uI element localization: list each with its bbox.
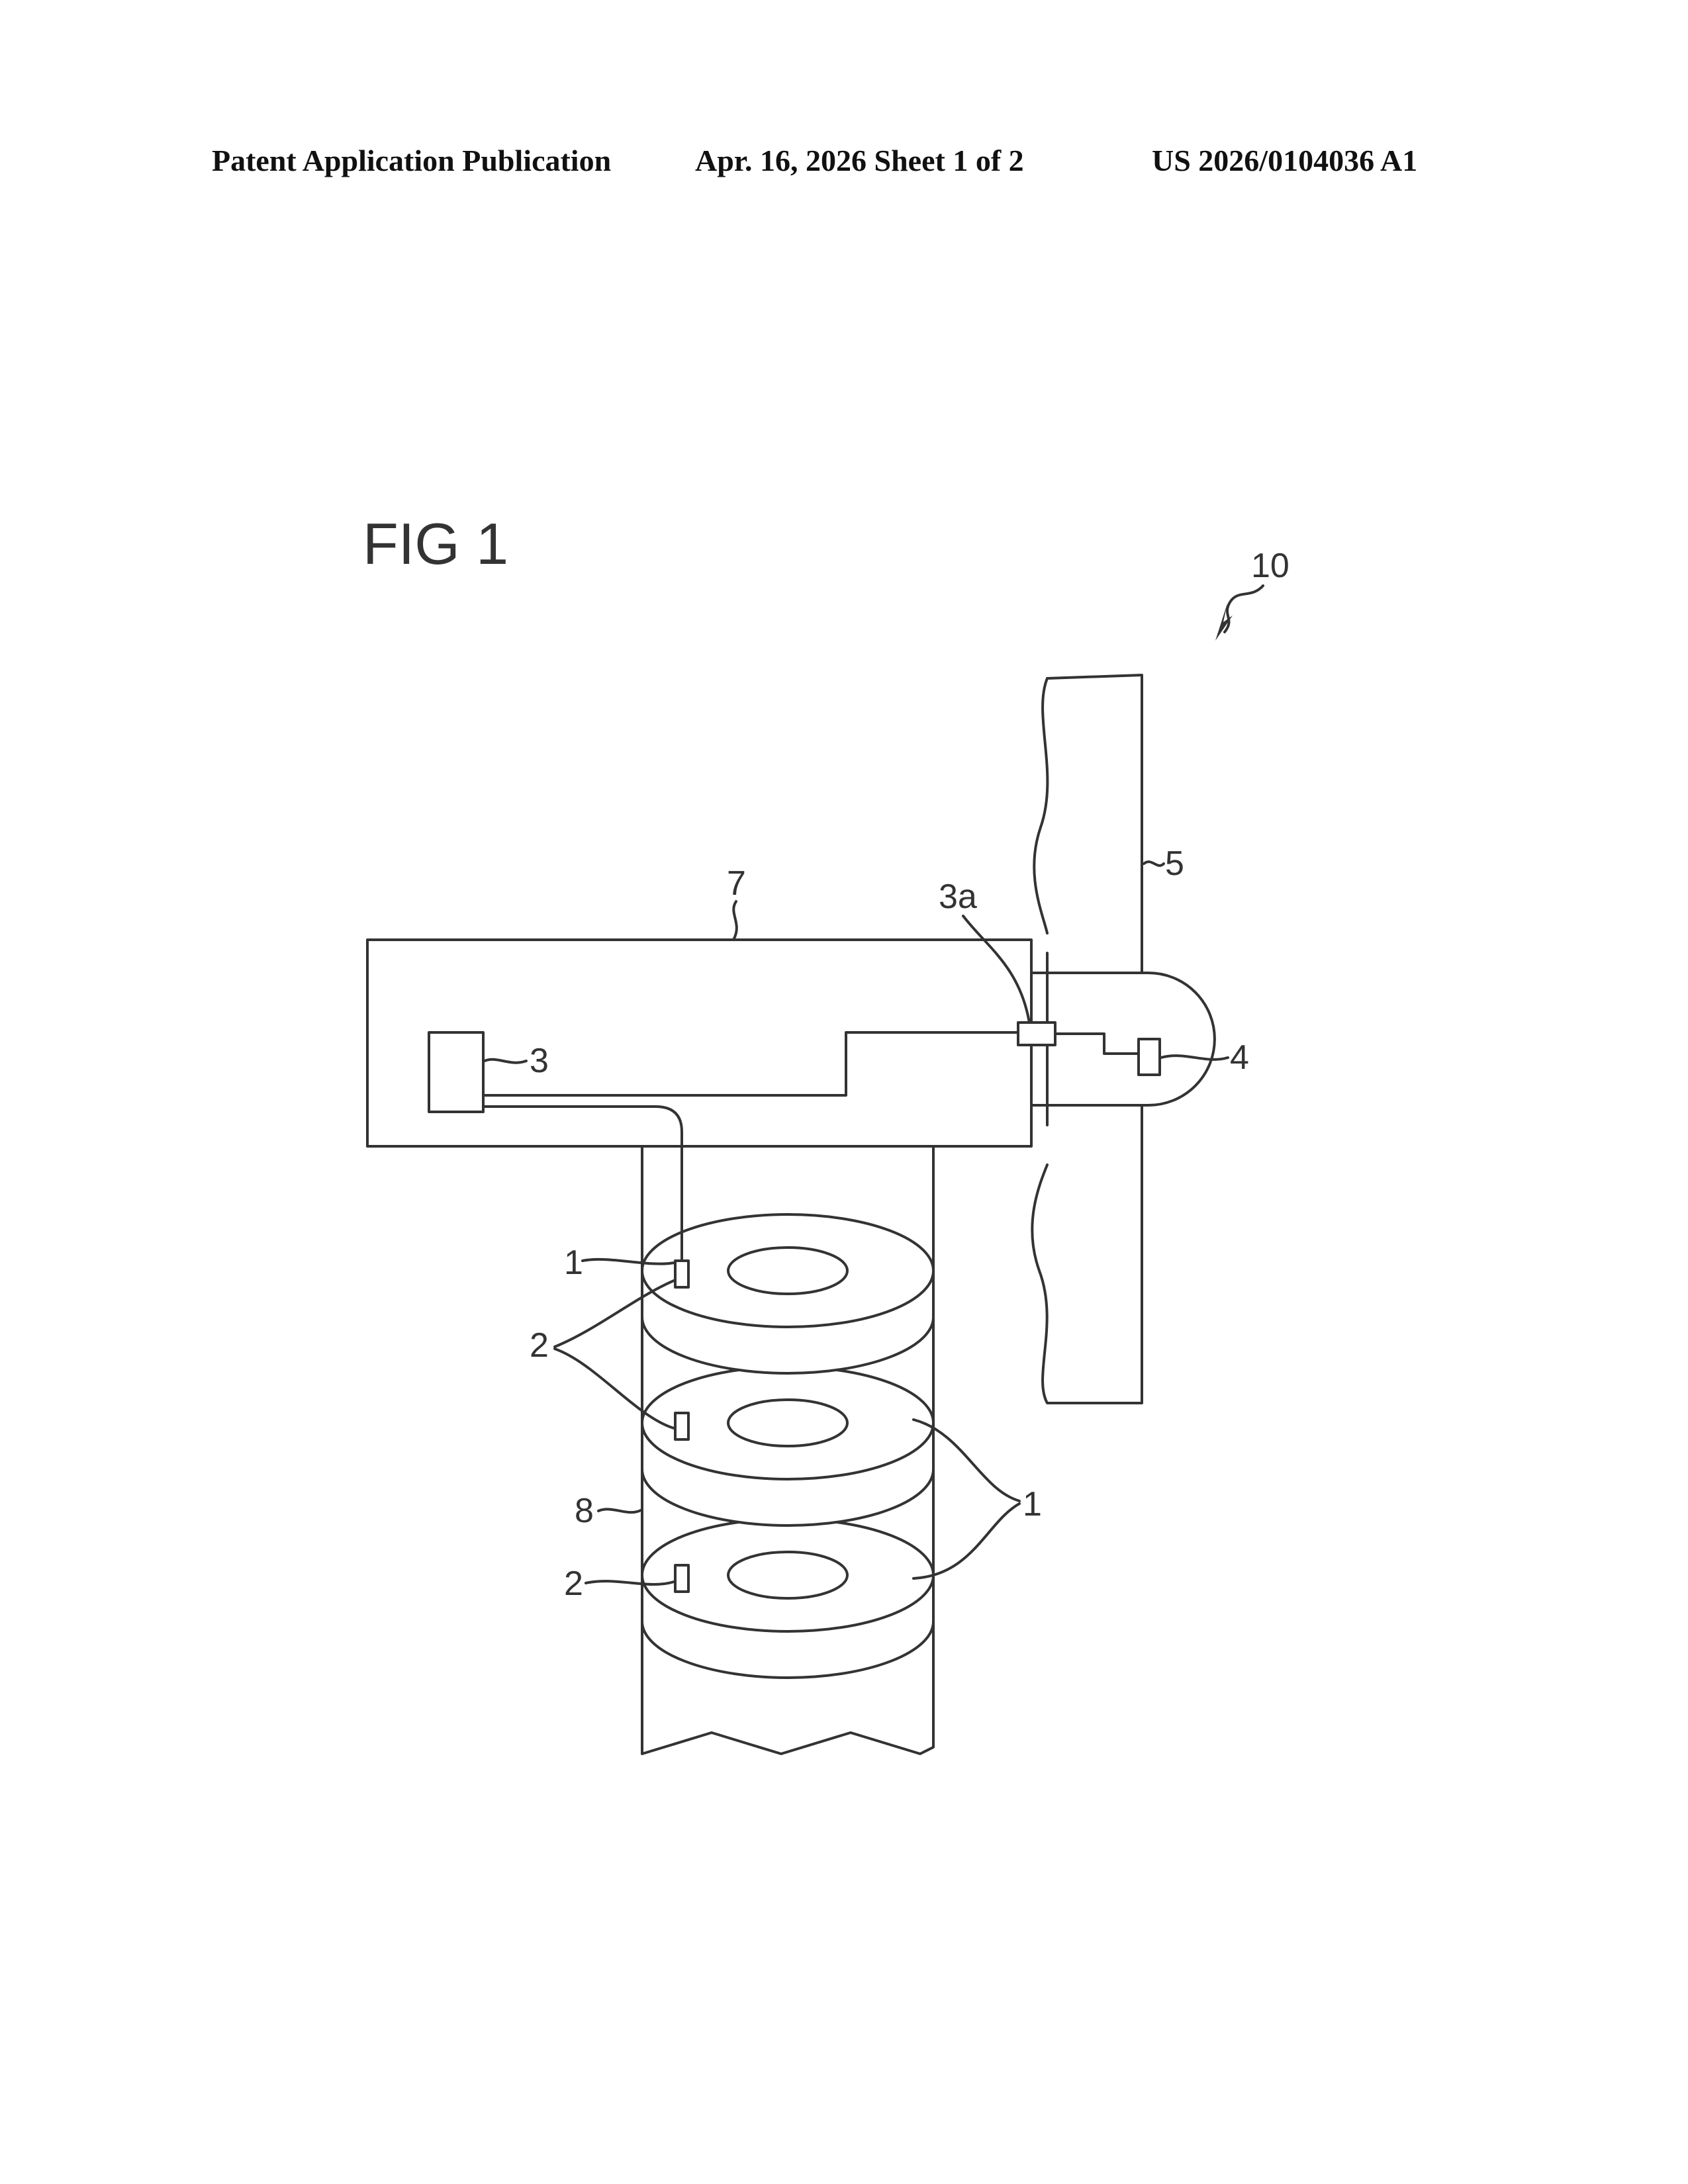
ring-1 xyxy=(642,1214,933,1373)
component-4 xyxy=(1139,1039,1160,1075)
label-5: 5 xyxy=(1165,844,1184,883)
leader-7 xyxy=(733,901,737,940)
ring-2 xyxy=(642,1367,933,1525)
label-2-upper: 2 xyxy=(530,1326,549,1365)
component-3 xyxy=(429,1032,483,1112)
component-3a xyxy=(1018,1023,1055,1045)
label-8: 8 xyxy=(575,1492,594,1530)
label-2-lower: 2 xyxy=(564,1565,583,1603)
label-10: 10 xyxy=(1251,547,1289,585)
hub xyxy=(1031,973,1215,1105)
label-4: 4 xyxy=(1230,1038,1249,1077)
label-1-group: 1 xyxy=(1023,1485,1042,1524)
label-3a: 3a xyxy=(939,878,977,916)
label-3: 3 xyxy=(530,1042,549,1080)
leader-5 xyxy=(1144,862,1164,866)
figure-title: FIG 1 xyxy=(363,511,508,576)
ring-3 xyxy=(642,1519,933,1678)
leader-8 xyxy=(598,1509,641,1512)
leader-10 xyxy=(1225,586,1263,632)
label-7: 7 xyxy=(727,864,746,903)
label-1-top: 1 xyxy=(564,1244,583,1282)
rotor-blade-5-edge xyxy=(1034,678,1047,933)
